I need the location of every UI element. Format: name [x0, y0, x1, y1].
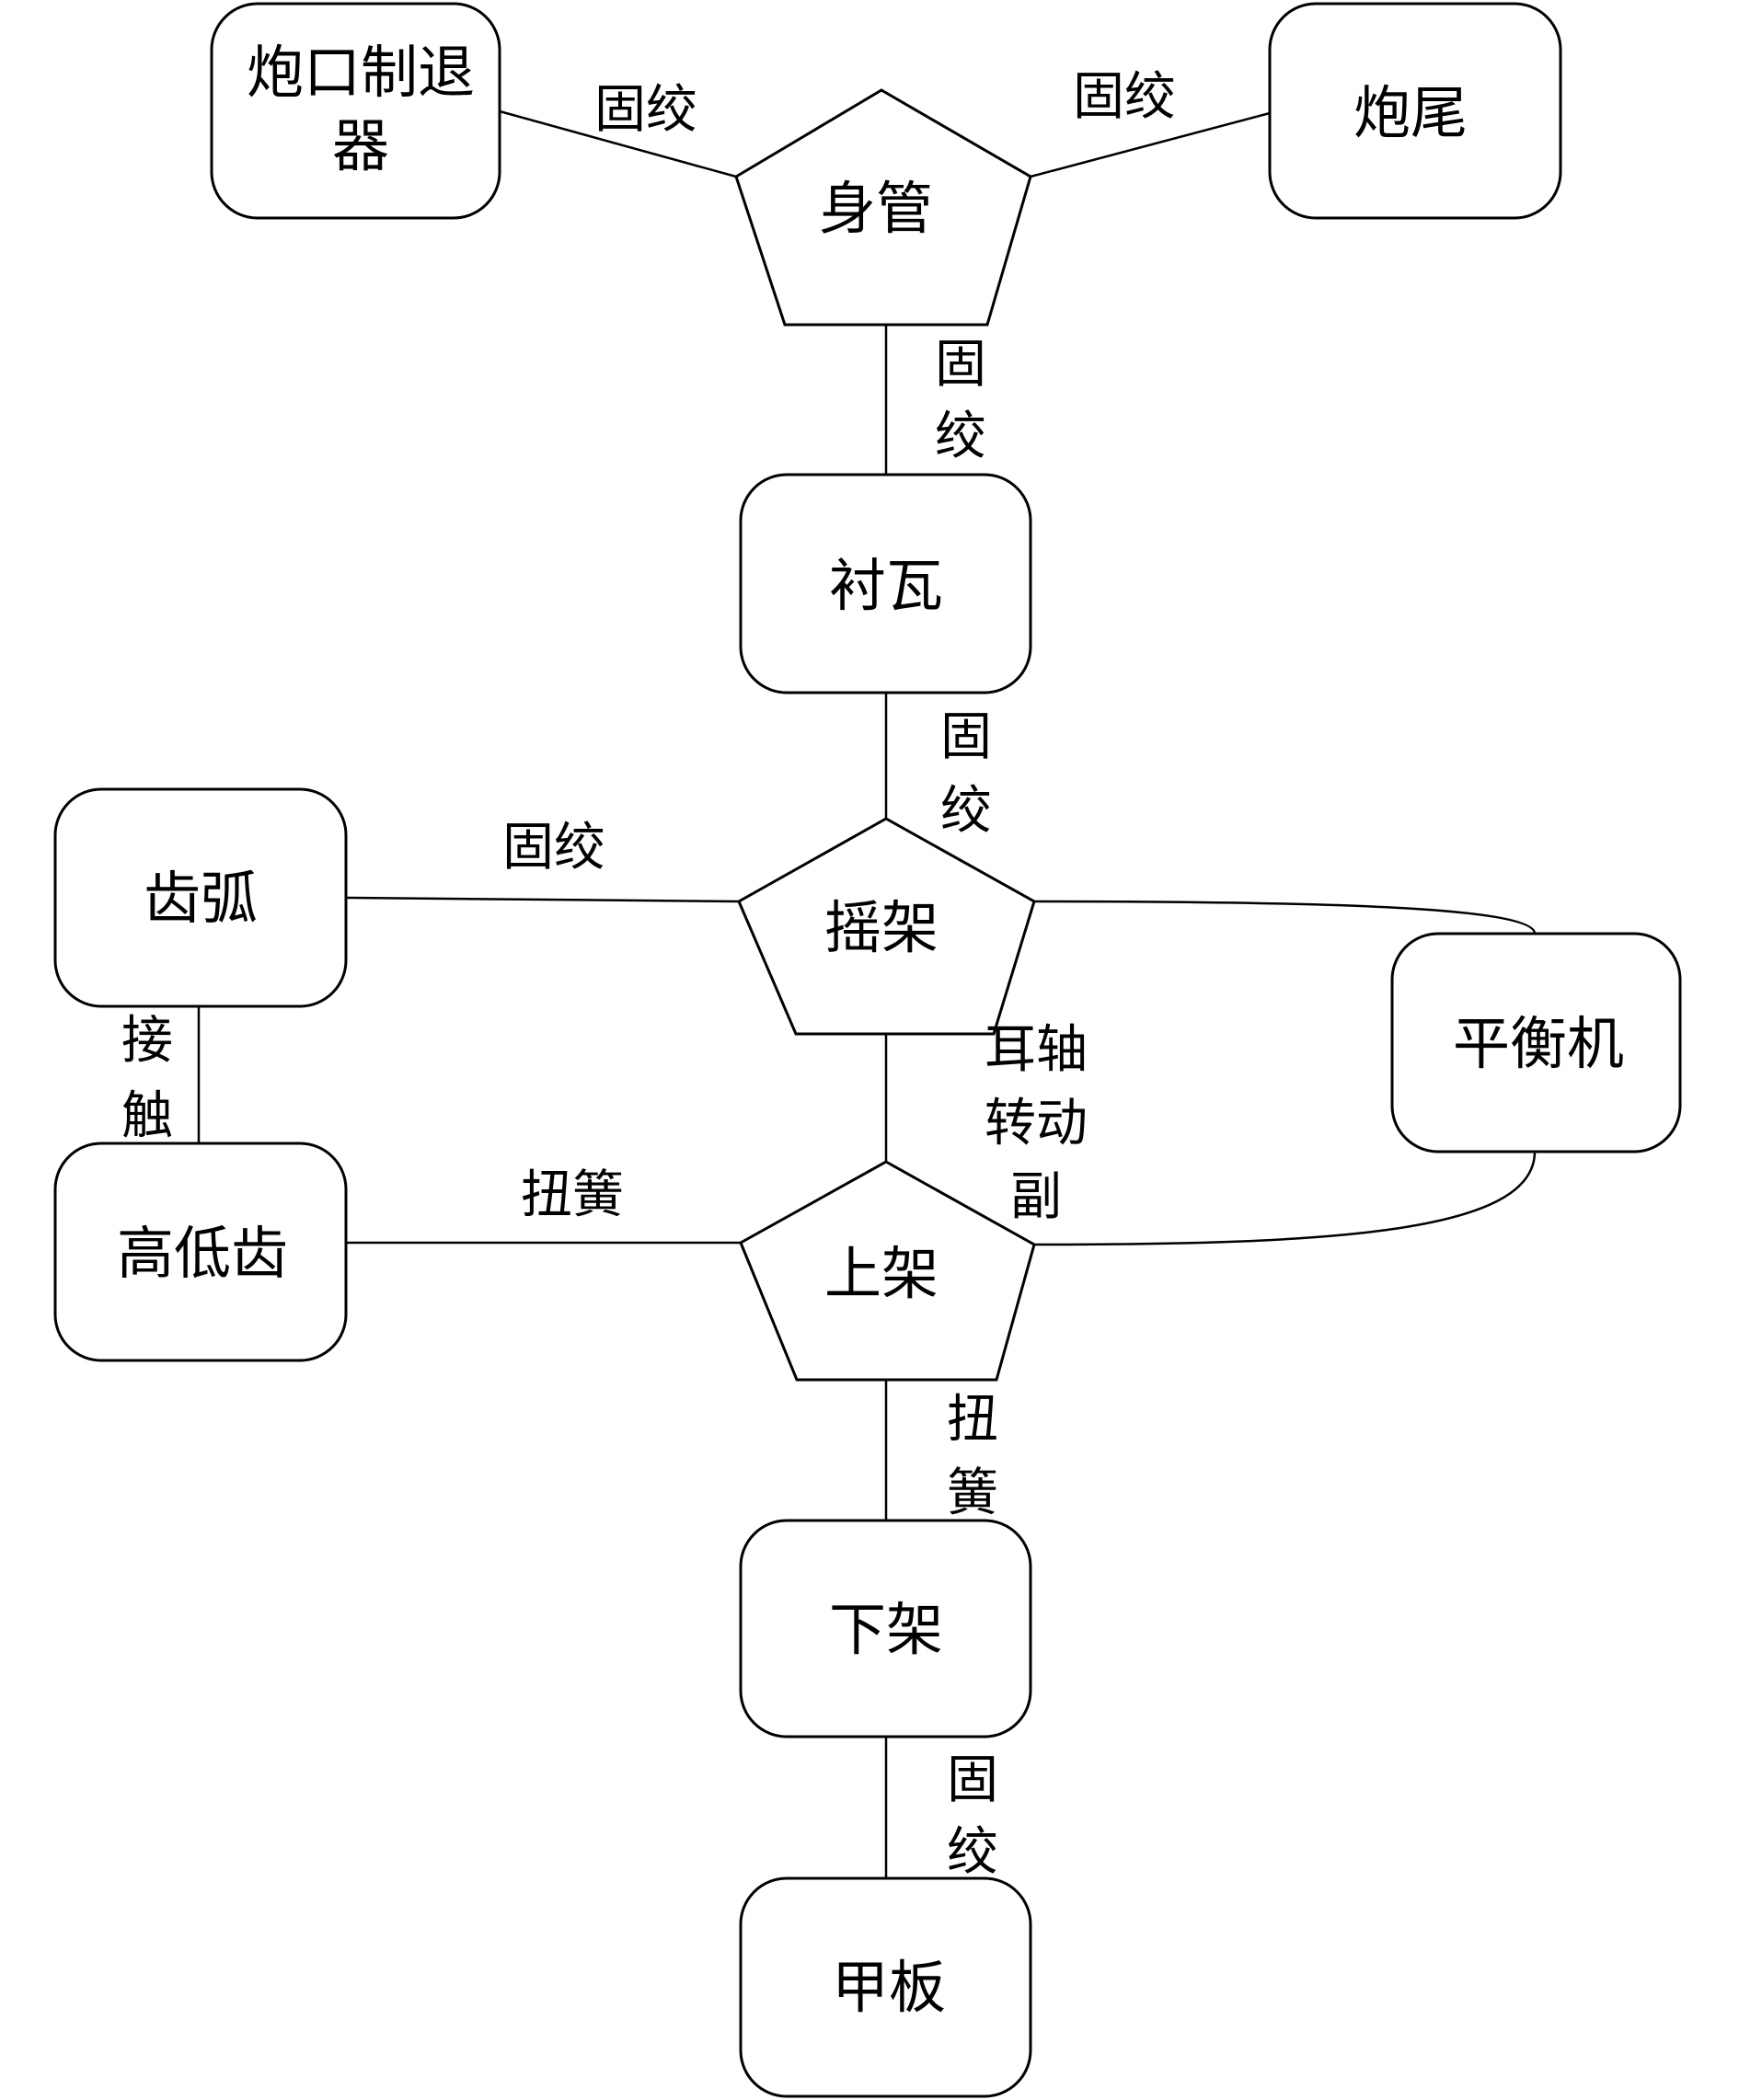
edge-lines: [197, 109, 1537, 1878]
edge-gear-arc-cradle: [345, 896, 740, 903]
node-elevation-gear-label: 高低齿: [117, 1220, 288, 1287]
edge-lower-deck-label-line1: 固: [947, 1750, 998, 1810]
node-upper-carriage: 上架: [739, 1160, 1036, 1382]
edge-gear-arc-elevation-label-line1: 接: [121, 1011, 173, 1071]
edge-upper-lower-label-line1: 扭: [947, 1390, 998, 1450]
edge-breech-barrel-label: 固绞: [1073, 67, 1176, 127]
node-cradle: 摇架: [737, 817, 1036, 1036]
node-barrel: 身管: [734, 88, 1032, 327]
edge-lower-deck-label-line2: 绞: [947, 1822, 998, 1882]
node-balancer: 平衡机: [1390, 932, 1682, 1153]
edge-cradle-upper-label-line3: 副: [1010, 1167, 1062, 1227]
node-upper-carriage-label: 上架: [824, 1240, 939, 1307]
edge-elevation-upper-label: 扭簧: [521, 1165, 624, 1225]
edge-gear-arc-cradle-label: 固绞: [502, 818, 605, 878]
edge-muzzle-barrel-label: 固绞: [594, 80, 697, 140]
edge-muzzle-barrel: [499, 109, 737, 178]
node-bushing: 衬瓦: [739, 473, 1032, 694]
edge-bushing-cradle-label-line2: 绞: [940, 781, 992, 841]
edge-gear-arc-elevation-label-line2: 触: [121, 1086, 173, 1146]
edge-upper-lower-label-line2: 簧: [947, 1463, 998, 1523]
node-lower-carriage: 下架: [739, 1519, 1032, 1739]
node-breech-label: 炮尾: [1353, 79, 1468, 146]
edge-upper-balancer: [1033, 1151, 1537, 1246]
edge-barrel-bushing-label-line1: 固: [935, 335, 986, 395]
node-lower-carriage-label: 下架: [829, 1596, 943, 1663]
node-muzzle-brake-label-line2: 器: [332, 112, 389, 179]
edge-bushing-cradle-label-line1: 固: [940, 707, 992, 767]
node-muzzle-brake-label-line1: 炮口制退: [247, 39, 475, 106]
edge-breech-barrel: [1030, 111, 1271, 178]
node-barrel-label: 身管: [819, 175, 933, 242]
node-elevation-gear: 高低齿: [53, 1142, 348, 1362]
edge-cradle-upper-label-line2: 转动: [985, 1094, 1088, 1153]
edge-barrel-bushing-label-line2: 绞: [935, 407, 986, 466]
node-deck-label: 甲板: [832, 1954, 946, 2021]
node-balancer-label: 平衡机: [1453, 1010, 1624, 1077]
node-breech: 炮尾: [1268, 2, 1562, 220]
edge-labels: 固绞 固绞 固 绞 固 绞 固绞 接 触 耳轴 转动 副 扭簧 扭 簧 固 绞: [121, 67, 1176, 1882]
node-cradle-label: 摇架: [824, 894, 939, 961]
node-gear-arc: 齿弧: [53, 787, 348, 1008]
edge-cradle-balancer: [1033, 900, 1537, 935]
edge-cradle-upper-label-line1: 耳轴: [985, 1020, 1088, 1080]
node-gear-arc-label: 齿弧: [144, 865, 258, 932]
node-deck: 甲板: [739, 1876, 1032, 2098]
node-muzzle-brake: 炮口制退 器: [210, 2, 501, 220]
node-bushing-label: 衬瓦: [829, 552, 943, 619]
